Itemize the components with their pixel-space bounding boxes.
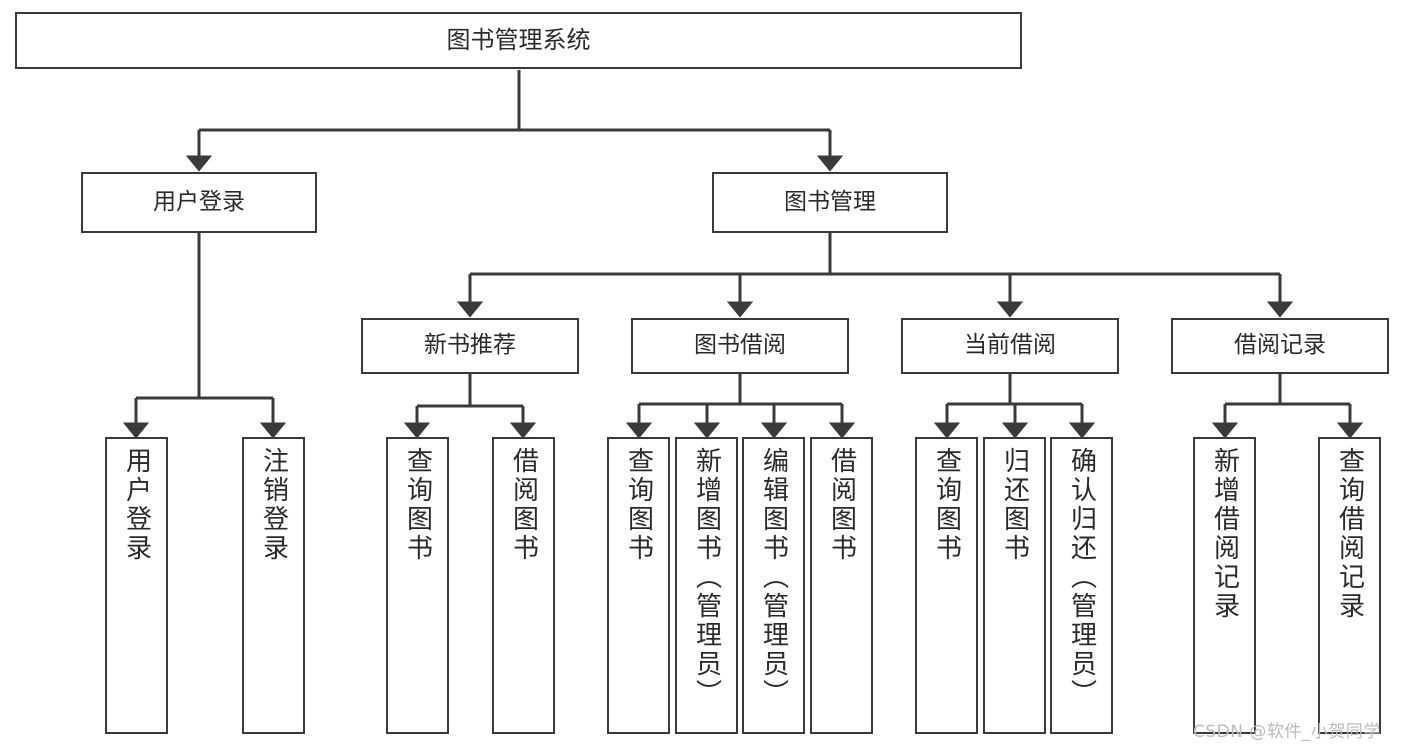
node-label: 图书管理: [784, 188, 876, 215]
leaf-query-book-current[interactable]: 查询图书: [915, 437, 978, 734]
node-label: 图书管理系统: [446, 26, 591, 55]
node-label: 用户登录: [153, 188, 245, 215]
leaf-query-borrow-record[interactable]: 查询借阅记录: [1318, 437, 1381, 734]
node-root-system[interactable]: 图书管理系统: [15, 12, 1022, 69]
node-label: 新增借阅记录: [1209, 447, 1240, 621]
node-book-borrow[interactable]: 图书借阅: [631, 318, 849, 374]
node-label: 查询图书: [623, 447, 654, 563]
leaf-return-book[interactable]: 归还图书: [983, 437, 1046, 734]
node-label: 用户登录: [121, 447, 152, 563]
node-label: 借阅图书: [508, 447, 539, 563]
leaf-borrow-book-recommend[interactable]: 借阅图书: [492, 437, 555, 734]
node-label: 图书借阅: [694, 332, 786, 359]
leaf-borrow-book[interactable]: 借阅图书: [810, 437, 873, 734]
csdn-watermark: CSDN @软件_小贺同学: [1193, 722, 1381, 742]
leaf-query-book[interactable]: 查询图书: [607, 437, 670, 734]
leaf-user-login[interactable]: 用户登录: [105, 437, 168, 734]
node-borrow-records[interactable]: 借阅记录: [1171, 318, 1389, 374]
node-new-book-recommend[interactable]: 新书推荐: [361, 318, 579, 374]
node-label: 新增图书（管理员）: [691, 447, 722, 708]
leaf-add-borrow-record[interactable]: 新增借阅记录: [1193, 437, 1256, 734]
node-label: 借阅记录: [1234, 332, 1326, 359]
node-label: 确认归还（管理员）: [1066, 447, 1097, 708]
node-label: 查询图书: [402, 447, 433, 563]
leaf-confirm-return-admin[interactable]: 确认归还（管理员）: [1050, 437, 1113, 734]
node-label: 查询借阅记录: [1334, 447, 1365, 621]
leaf-query-book-recommend[interactable]: 查询图书: [386, 437, 449, 734]
node-label: 查询图书: [931, 447, 962, 563]
node-current-borrow[interactable]: 当前借阅: [901, 318, 1119, 374]
node-label: 当前借阅: [964, 332, 1056, 359]
leaf-logout[interactable]: 注销登录: [242, 437, 305, 734]
node-label: 借阅图书: [826, 447, 857, 563]
node-user-login[interactable]: 用户登录: [81, 172, 317, 233]
node-book-management[interactable]: 图书管理: [712, 172, 948, 233]
leaf-add-book-admin[interactable]: 新增图书（管理员）: [675, 437, 738, 734]
leaf-edit-book-admin[interactable]: 编辑图书（管理员）: [742, 437, 805, 734]
node-label: 归还图书: [999, 447, 1030, 563]
node-label: 注销登录: [258, 447, 289, 563]
node-label: 新书推荐: [424, 332, 516, 359]
node-label: 编辑图书（管理员）: [758, 447, 789, 708]
